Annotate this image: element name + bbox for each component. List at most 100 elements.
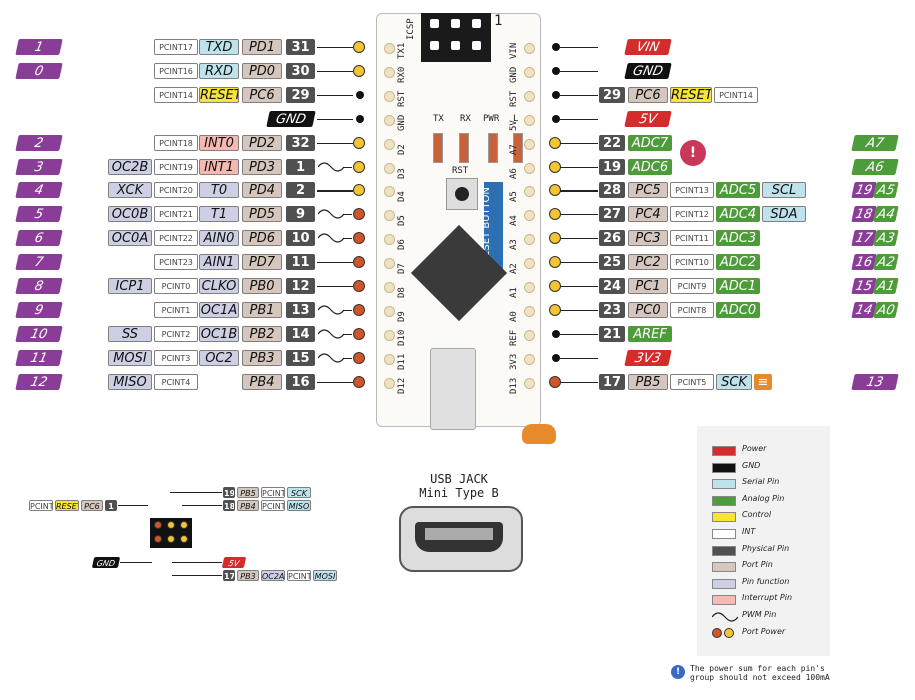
connector-line [560,214,598,216]
connector-line [317,262,353,264]
pin-alt-function: OC2B [108,158,152,175]
connector-line [317,142,353,144]
arduino-pin-number: 3 [15,158,63,175]
adc-label: ADC4 [716,206,760,223]
board-label-left: D5 [397,215,407,227]
port-pin-dot [353,280,365,292]
analog-pin-name: A7 [851,134,899,151]
pin-alt-function: XCK [108,182,152,199]
pwm-icon [318,305,344,315]
physical-pin: 1 [105,500,117,511]
analog-pin-name: A2 [873,254,899,271]
pin-alt-function: SS [108,325,152,342]
adc-label: ADC2 [716,254,760,271]
board-label-right: A4 [509,215,519,227]
pcint-label: PCINT22 [154,230,198,247]
usb-jack-cavity [415,522,503,552]
board-label-left: D11 [397,353,407,370]
port-pin: PB2 [242,325,282,342]
legend-label: Physical Pin [742,543,790,553]
pwr-led [488,133,498,163]
arduino-pin-number: 9 [15,301,63,318]
board-label-right: A6 [509,167,519,179]
analog-pin-name: A4 [873,206,899,223]
physical-pin: 25 [599,254,625,271]
legend-swatch [712,495,736,506]
connector-line [560,309,598,312]
port-pin: PB1 [242,301,282,318]
arduino-pin-number: 10 [15,325,63,342]
board-pad-right [524,353,535,365]
connector-line [118,505,148,507]
port-pin: PB3 [237,570,259,581]
board-pad-right [524,162,535,174]
pin-function: MISO [287,500,311,511]
port-pin-dot [353,64,365,77]
port-pin: PB4 [242,373,282,390]
connector-line [317,190,353,192]
icsp-pin [472,41,481,50]
icsp-mini-pin [180,521,188,529]
port-pin: PC0 [628,301,668,318]
port-pin: PC4 [628,206,668,223]
pin-function: AIN1 [199,254,239,271]
physical-pin: 16 [286,373,315,390]
port-pin: PC6 [81,500,103,511]
physical-pin: 31 [286,39,315,55]
physical-pin: 27 [599,206,625,223]
port-pin-dot [353,327,365,340]
icsp-mini-pin [154,535,162,543]
connector-line [560,238,598,240]
reset-button-label-box: RESET BUTTON [481,182,503,275]
adc-label: ADC0 [716,301,760,318]
usb-jack-shell [399,506,523,572]
port-pin-dot [353,160,365,173]
board-pad-left [384,114,395,126]
connector-line [317,47,353,49]
pcint-label: PCINT14 [714,86,758,103]
pin-function: RESET [199,86,239,103]
port-pin: PB5 [237,487,259,498]
connector-line [560,333,598,335]
legend-swatch [712,545,736,556]
icsp-mini-pin [167,521,175,529]
connector-line [560,357,598,359]
gnd-label: GND [91,557,121,568]
board-pad-left [384,305,395,317]
pcint-label: PCINT14 [154,86,198,103]
board-pad-right [524,90,535,102]
board-label-right: 5V [509,119,519,131]
board-pad-left [384,186,395,198]
power-label: 3V3 [624,349,672,366]
legend-label: INT [742,527,756,536]
board-label-left: D8 [397,287,407,298]
pwm-icon [318,209,344,219]
power-label: 5V [624,110,672,127]
pin-function: RESET [670,86,712,103]
port-power-dot [724,627,734,638]
connector-dot [552,353,560,362]
connector-line [344,333,352,335]
legend-swatch [712,529,736,539]
physical-pin: 10 [286,230,315,247]
reset-switch[interactable] [446,178,478,210]
physical-pin: 29 [599,86,625,103]
board-label-right: 3V3 [509,353,519,370]
l-led [513,133,523,163]
connector-dot [356,114,364,123]
pcint-label: PCINT3 [287,570,311,581]
pin-function: T1 [199,206,239,223]
legend-swatch [712,512,736,523]
icsp-header [421,13,491,62]
port-pin-dot [353,256,365,269]
arduino-pin-number: 5 [15,206,63,223]
reset-switch-cap[interactable] [455,187,469,201]
physical-pin: 19 [223,487,235,498]
port-pin: PB3 [242,349,282,366]
physical-pin: 18 [223,500,235,511]
physical-pin: 12 [286,278,315,294]
physical-pin: 14 [286,325,315,342]
pcint-label: PCINT20 [154,182,198,199]
gnd-label: GND [624,62,672,79]
arduino-pin-number: 7 [15,254,63,271]
